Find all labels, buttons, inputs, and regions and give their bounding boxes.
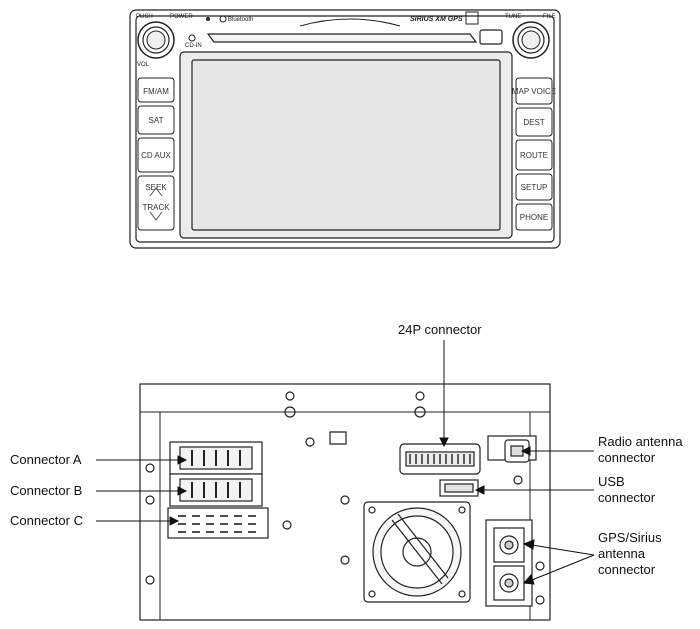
connector-a-label: Connector A: [10, 452, 82, 467]
radio-antenna-label-1: Radio antenna: [598, 434, 683, 449]
connector-24p-label: 24P connector: [398, 322, 482, 337]
dest-label: DEST: [523, 118, 544, 127]
seek-label: SEEK: [145, 183, 167, 192]
cd-logo-icon: [465, 11, 479, 25]
track-label: TRACK: [142, 203, 170, 212]
vol-label: VOL: [137, 62, 150, 68]
cd-in-label: CD-IN: [185, 43, 202, 49]
track-down-arrow-icon: [149, 211, 163, 221]
connector-a: [169, 441, 263, 475]
setup-button[interactable]: [515, 173, 553, 201]
sat-label: SAT: [149, 116, 164, 125]
bluetooth-icon: [219, 15, 227, 23]
phone-label: PHONE: [520, 213, 548, 222]
cd-aux-label: CD AUX: [141, 151, 171, 160]
seek-up-arrow-icon: [149, 187, 163, 197]
phone-button[interactable]: [515, 203, 553, 231]
bluetooth-label: Bluetooth: [228, 17, 253, 23]
gps-label-3: connector: [598, 562, 656, 577]
seek-track-button[interactable]: [137, 175, 175, 231]
connector-24p: [399, 443, 481, 475]
connector-c-label: Connector C: [10, 513, 83, 528]
cd-in-indicator-icon: [188, 34, 196, 42]
usb-label-2: connector: [598, 490, 656, 505]
gps-label-1: GPS/Sirius: [598, 530, 662, 545]
fm-am-label: FM/AM: [143, 87, 169, 96]
tune-knob[interactable]: [512, 21, 550, 59]
push-label: PUSH: [136, 14, 153, 20]
tune-label: TUNE: [505, 14, 521, 20]
map-voice-label: MAP VOICE: [512, 87, 556, 96]
front-panel: [129, 9, 561, 249]
connector-c: [167, 507, 269, 539]
power-led-icon: [206, 17, 210, 21]
radio-antenna-label-2: connector: [598, 450, 656, 465]
connector-b: [169, 473, 263, 507]
usb-label-1: USB: [598, 474, 625, 489]
fm-am-button[interactable]: [137, 77, 175, 103]
setup-label: SETUP: [521, 183, 548, 192]
usb-connector: [439, 479, 479, 497]
power-label: POWER: [170, 14, 193, 20]
route-label: ROUTE: [520, 151, 548, 160]
sat-button[interactable]: [137, 105, 175, 135]
gps-sirius-antenna-connector: [485, 519, 533, 607]
cooling-fan: [363, 501, 471, 603]
cd-aux-button[interactable]: [137, 137, 175, 173]
route-button[interactable]: [515, 139, 553, 171]
dest-button[interactable]: [515, 107, 553, 137]
connector-b-label: Connector B: [10, 483, 82, 498]
volume-knob[interactable]: [137, 21, 175, 59]
map-voice-button[interactable]: [515, 77, 553, 105]
callout-lines: [96, 340, 595, 585]
sirius-gps-badge: SIRIUS XM GPS: [410, 16, 463, 23]
gps-label-2: antenna: [598, 546, 646, 561]
file-label: FILE: [543, 14, 556, 20]
